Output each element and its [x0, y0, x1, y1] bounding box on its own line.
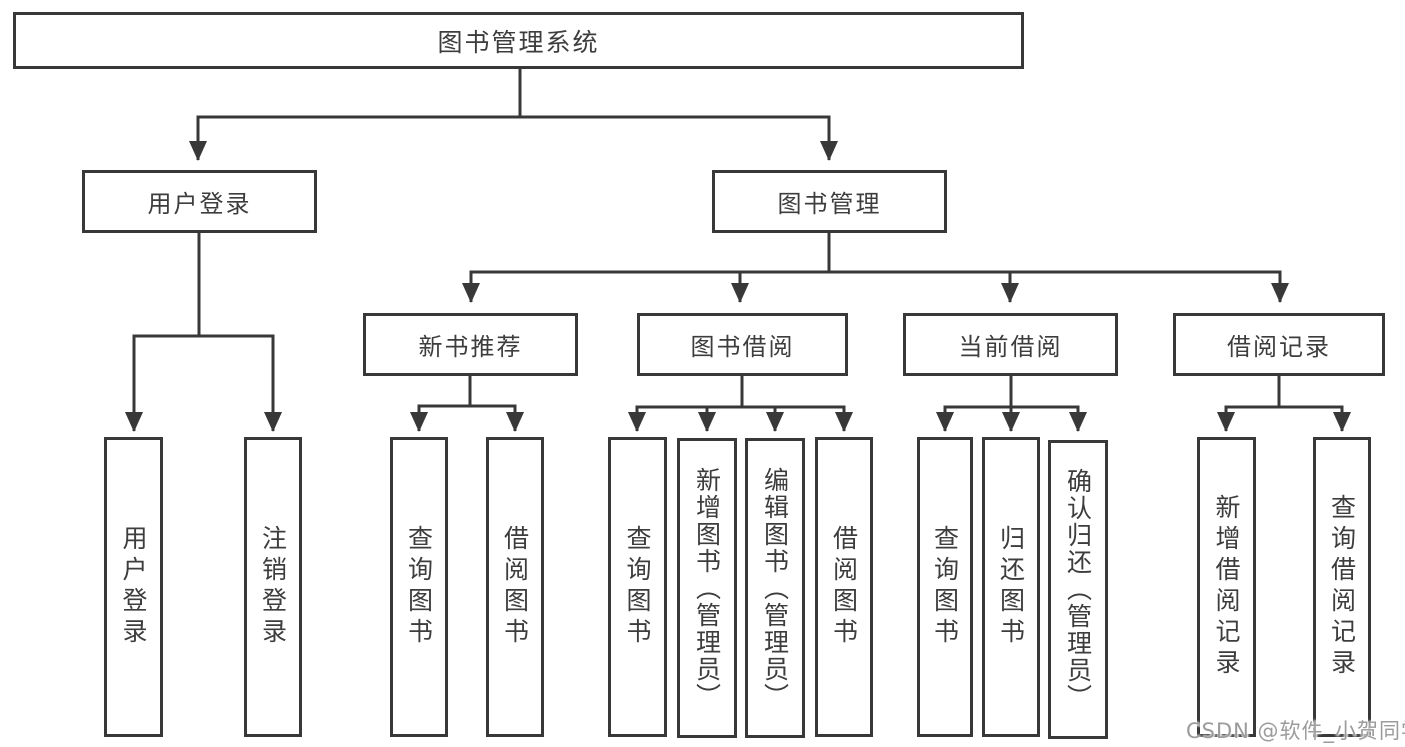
connector-book-management-to-new-book: [462, 233, 831, 303]
node-label: 用户登录: [147, 190, 252, 218]
leaf-label: 注销登录: [258, 525, 288, 649]
connector-records-to-query: [1277, 376, 1351, 432]
leaf-label: 用户登录: [119, 525, 148, 649]
connector-book-management-to-records: [827, 233, 1289, 303]
node-library-management-system: 图书管理系统: [13, 12, 1024, 69]
leaf-label: 新增借阅记录: [1212, 494, 1241, 680]
node-label: 新书推荐: [418, 333, 523, 361]
leaf-borrow-books-recommend: 借阅图书: [486, 437, 544, 737]
connector-current-to-query: [936, 376, 1013, 432]
leaf-label: 查询图书: [623, 525, 652, 649]
connector-book-management-to-current: [827, 233, 1019, 303]
node-borrowing-records: 借阅记录: [1173, 313, 1385, 376]
node-label: 图书管理系统: [437, 27, 600, 57]
leaf-label: 借阅图书: [500, 525, 530, 649]
leaf-logout: 注销登录: [244, 437, 302, 737]
leaf-label: 查询图书: [930, 525, 960, 649]
leaf-add-borrow-record: 新增借阅记录: [1197, 437, 1256, 737]
leaf-query-borrow-record: 查询借阅记录: [1313, 437, 1371, 737]
connector-root-to-user-login: [189, 69, 522, 161]
connector-borrowing-to-edit: [740, 376, 784, 432]
connector-book-management-to-borrowing: [731, 233, 831, 303]
csdn-watermark: CSDN @软件_小贺同学: [1186, 719, 1405, 743]
leaf-user-login: 用户登录: [104, 437, 163, 737]
leaf-label: 归还图书: [996, 525, 1026, 649]
connector-borrowing-to-add: [698, 376, 744, 432]
node-user-login: 用户登录: [82, 170, 317, 233]
connector-borrowing-to-query: [628, 376, 744, 432]
connector-user-login-to-login: [125, 233, 201, 432]
leaf-confirm-return-admin: 确认归还（管理员）: [1048, 440, 1108, 739]
leaf-query-books-borrowing: 查询图书: [608, 437, 667, 737]
leaf-borrow-books: 借阅图书: [815, 437, 873, 737]
leaf-add-books-admin: 新增图书（管理员）: [677, 438, 737, 738]
leaf-label: 新增图书（管理员）: [692, 466, 722, 710]
node-new-book-recommendation: 新书推荐: [363, 313, 578, 376]
node-book-management: 图书管理: [712, 170, 947, 233]
node-label: 借阅记录: [1227, 333, 1331, 361]
leaf-label: 编辑图书（管理员）: [760, 466, 790, 710]
connector-new-book-to-query: [410, 376, 472, 432]
leaf-label: 确认归还（管理员）: [1063, 468, 1093, 711]
connector-new-book-to-borrow: [468, 376, 524, 432]
connector-root-to-book-management: [518, 69, 838, 161]
node-label: 当前借阅: [958, 333, 1063, 361]
node-book-borrowing: 图书借阅: [637, 313, 848, 376]
leaf-label: 借阅图书: [829, 525, 859, 649]
node-current-borrowing: 当前借阅: [903, 313, 1118, 376]
connector-borrowing-to-borrow: [740, 376, 853, 432]
connector-current-to-confirm: [1009, 376, 1087, 432]
leaf-return-books: 归还图书: [982, 437, 1040, 737]
leaf-query-books-recommend: 查询图书: [390, 437, 448, 737]
leaf-label: 查询图书: [404, 525, 434, 649]
leaf-edit-books-admin: 编辑图书（管理员）: [745, 438, 805, 738]
connector-records-to-add: [1217, 376, 1281, 432]
leaf-label: 查询借阅记录: [1327, 494, 1357, 680]
node-label: 图书借阅: [690, 333, 795, 361]
node-label: 图书管理: [777, 190, 882, 218]
leaf-query-books-current: 查询图书: [917, 437, 973, 737]
connector-user-login-to-logout: [197, 233, 282, 432]
